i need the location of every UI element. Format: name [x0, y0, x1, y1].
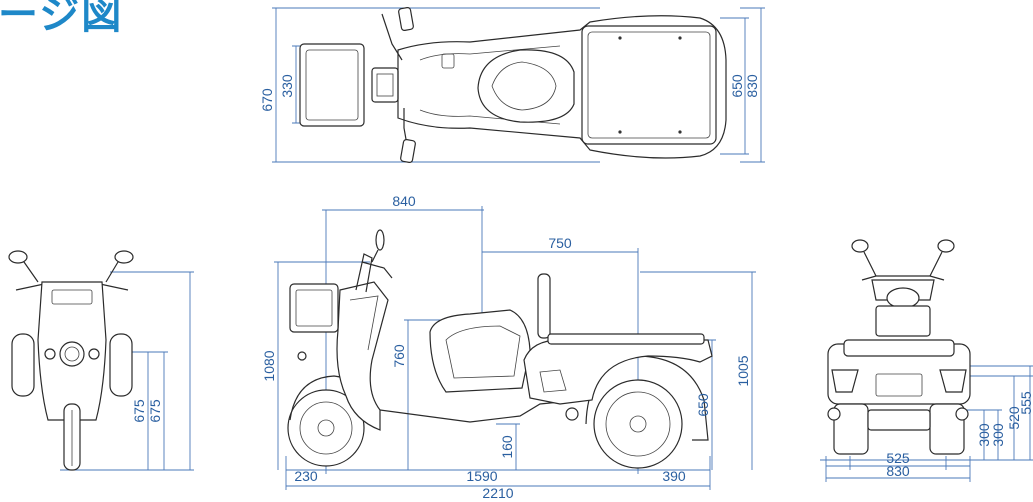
dim-side-seat-height: 760	[391, 344, 407, 368]
dim-side-seat-to-axle: 750	[548, 235, 572, 251]
dim-side-rear-height: 1005	[735, 355, 751, 386]
top-view	[272, 7, 765, 163]
front-view	[8, 250, 194, 471]
side-view	[274, 206, 756, 490]
dim-top-width-total: 670	[259, 88, 275, 112]
dim-rear-height-c: 520	[1006, 406, 1022, 430]
dim-side-total-height: 1080	[261, 350, 277, 381]
dim-top-basket-width: 330	[279, 74, 295, 98]
dim-side-overall-length: 2210	[482, 485, 513, 501]
dim-side-ground-clearance: 160	[499, 435, 515, 459]
rear-view	[820, 239, 1033, 482]
dim-rear-height-a: 300	[976, 423, 992, 447]
dim-rear-overall-width: 830	[886, 463, 910, 479]
dim-front-height-a: 675	[131, 399, 147, 423]
dim-rear-height-b: 300	[990, 423, 1006, 447]
dim-rear-height-d: 555	[1018, 391, 1033, 415]
dim-top-deck-width: 650	[729, 74, 745, 98]
dim-front-height-b: 675	[147, 399, 163, 423]
dim-side-deck-height: 650	[695, 393, 711, 417]
dim-rear-track: 525	[886, 450, 910, 466]
dim-top-overall-width: 830	[744, 74, 760, 98]
dim-side-rear-overhang: 390	[662, 468, 686, 484]
dim-side-wheelbase: 1590	[466, 468, 497, 484]
dim-side-front-overhang: 230	[294, 468, 318, 484]
dim-side-front-to-seat: 840	[392, 193, 416, 209]
page-title: ージ図	[0, 0, 124, 38]
